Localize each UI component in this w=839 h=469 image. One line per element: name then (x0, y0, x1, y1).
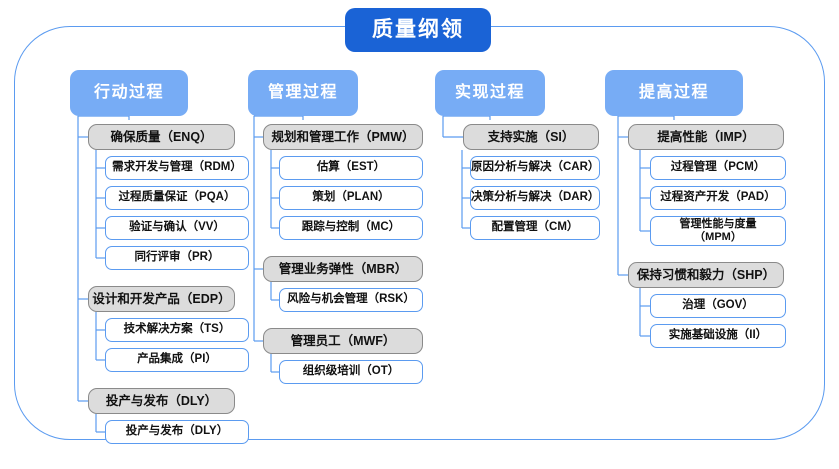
column-header-4: 提高过程 (605, 70, 743, 116)
column-header-1: 行动过程 (70, 70, 188, 116)
leaf-box: 跟踪与控制（MC） (279, 216, 423, 240)
column-header-3: 实现过程 (435, 70, 545, 116)
category-box: 确保质量（ENQ） (88, 124, 235, 150)
category-box: 支持实施（SI） (463, 124, 599, 150)
leaf-box: 管理性能与度量（MPM） (650, 216, 786, 246)
category-box: 规划和管理工作（PMW） (263, 124, 423, 150)
leaf-box: 技术解决方案（TS） (105, 318, 249, 342)
diagram-title: 质量纲领 (345, 8, 491, 52)
leaf-box: 过程管理（PCM） (650, 156, 786, 180)
leaf-box: 风险与机会管理（RSK） (279, 288, 423, 312)
leaf-box: 产品集成（PI） (105, 348, 249, 372)
leaf-box: 验证与确认（VV） (105, 216, 249, 240)
leaf-box: 同行评审（PR） (105, 246, 249, 270)
column-header-2: 管理过程 (248, 70, 358, 116)
leaf-box: 估算（EST） (279, 156, 423, 180)
leaf-box: 投产与发布（DLY） (105, 420, 249, 444)
category-box: 管理业务弹性（MBR） (263, 256, 423, 282)
leaf-box: 需求开发与管理（RDM） (105, 156, 249, 180)
category-box: 提高性能（IMP） (628, 124, 784, 150)
category-box: 投产与发布（DLY） (88, 388, 235, 414)
leaf-box: 过程资产开发（PAD） (650, 186, 786, 210)
leaf-box: 原因分析与解决（CAR） (470, 156, 600, 180)
leaf-box: 组织级培训（OT） (279, 360, 423, 384)
leaf-box: 决策分析与解决（DAR） (470, 186, 600, 210)
leaf-box: 实施基础设施（II） (650, 324, 786, 348)
category-box: 保持习惯和毅力（SHP） (628, 262, 784, 288)
category-box: 设计和开发产品（EDP） (88, 286, 235, 312)
leaf-box: 过程质量保证（PQA） (105, 186, 249, 210)
category-box: 管理员工（MWF） (263, 328, 423, 354)
leaf-box: 策划（PLAN） (279, 186, 423, 210)
leaf-box: 配置管理（CM） (470, 216, 600, 240)
leaf-box: 治理（GOV） (650, 294, 786, 318)
